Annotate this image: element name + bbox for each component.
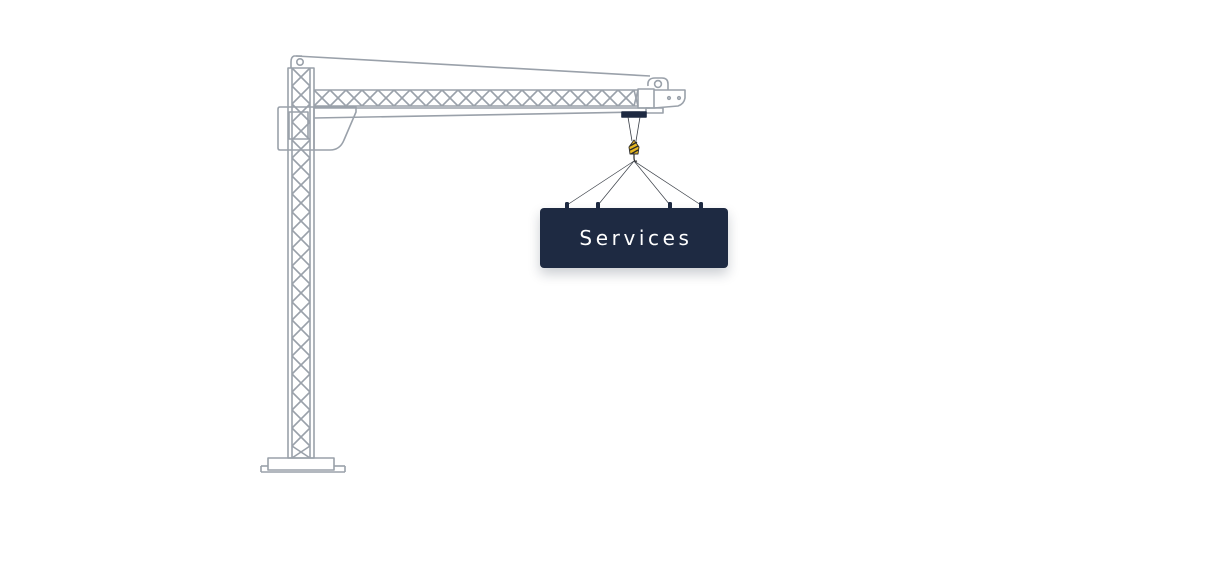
lattice-brace [617, 89, 635, 107]
lattice-brace [291, 427, 311, 447]
crane-hook-icon [628, 139, 640, 162]
lattice-brace [291, 157, 311, 177]
lattice-brace [291, 409, 311, 429]
lattice-brace [377, 89, 395, 107]
lattice-brace [521, 89, 539, 107]
crane-trolley [621, 111, 647, 118]
lattice-brace [633, 89, 639, 107]
lattice-brace [291, 283, 311, 303]
services-sign-button[interactable]: Services [540, 208, 728, 268]
sign-clips [565, 202, 703, 209]
lattice-brace [291, 445, 311, 459]
lattice-brace [425, 89, 443, 107]
lattice-brace [291, 67, 311, 87]
crane-jib [290, 55, 686, 119]
lattice-brace [553, 89, 571, 107]
lattice-brace [409, 89, 427, 107]
lattice-brace [291, 373, 311, 393]
lattice-brace [345, 89, 363, 107]
lattice-brace [569, 89, 587, 107]
sign-slings [566, 160, 702, 206]
lattice-brace [505, 89, 523, 107]
lattice-brace [473, 89, 491, 107]
lattice-brace [457, 89, 475, 107]
lattice-brace [441, 89, 459, 107]
lattice-brace [393, 89, 411, 107]
lattice-brace [291, 391, 311, 411]
lattice-brace [291, 229, 311, 249]
lattice-brace [489, 89, 507, 107]
lattice-brace [585, 89, 603, 107]
lattice-brace [291, 211, 311, 231]
lattice-brace [361, 89, 379, 107]
lattice-brace [291, 139, 311, 159]
lattice-brace [291, 247, 311, 267]
crane-base [260, 457, 346, 473]
lattice-brace [291, 85, 311, 105]
crane-mast [287, 67, 315, 459]
lattice-brace [601, 89, 619, 107]
crane-cab [277, 106, 357, 151]
lattice-brace [291, 121, 311, 141]
services-sign-label: Services [579, 226, 693, 250]
lattice-brace [291, 355, 311, 375]
lattice-brace [291, 193, 311, 213]
lattice-brace [537, 89, 555, 107]
lattice-brace [291, 301, 311, 321]
lattice-brace [291, 265, 311, 285]
lattice-brace [291, 337, 311, 357]
lattice-brace [291, 319, 311, 339]
lattice-brace [291, 175, 311, 195]
hook-cables [627, 116, 641, 142]
lattice-brace [313, 89, 331, 107]
lattice-brace [329, 89, 347, 107]
